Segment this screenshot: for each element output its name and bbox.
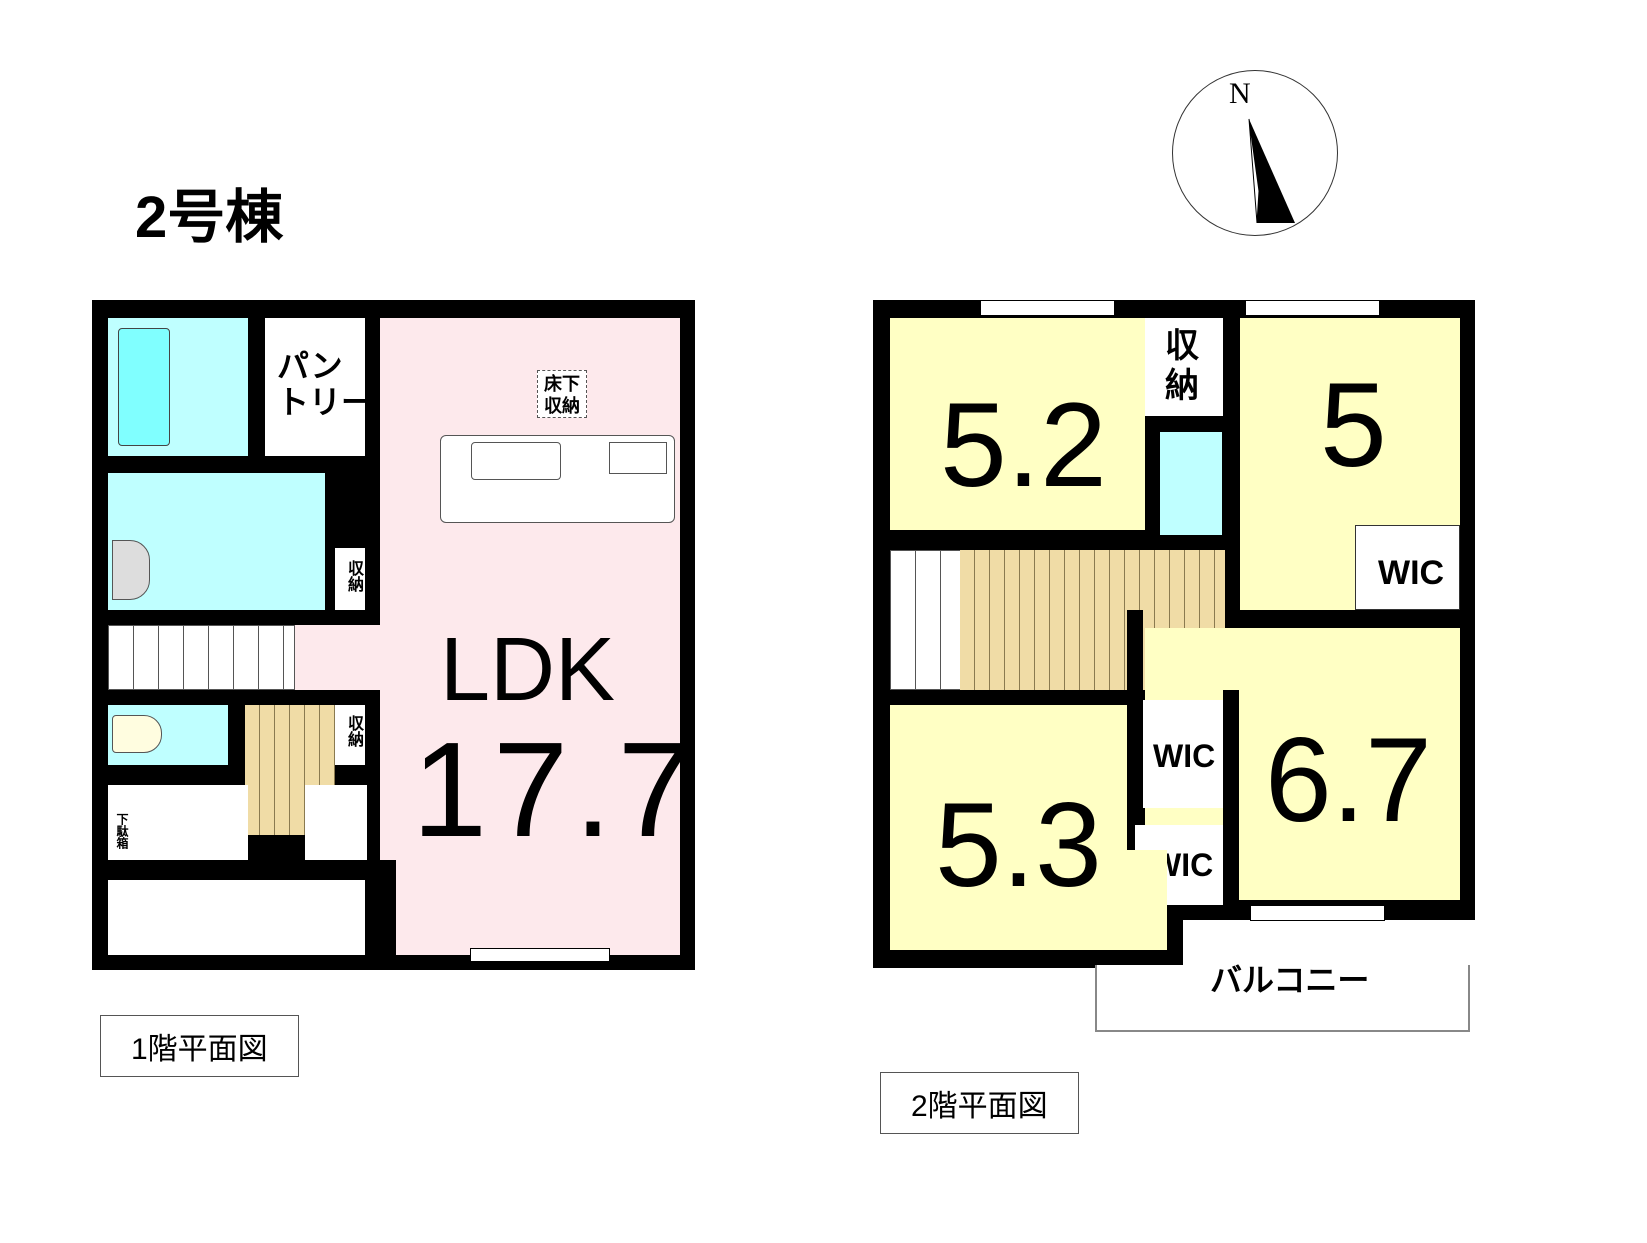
wic-label: WIC (1378, 554, 1445, 592)
bathtub-icon (118, 328, 170, 446)
kitchen-sink-icon (471, 442, 561, 480)
storage-label: 収納 (1165, 327, 1199, 405)
window (980, 300, 1115, 316)
building-title: 2号棟 (135, 185, 284, 250)
north-arrow-icon (1248, 118, 1295, 224)
room-size-label: 5 (1320, 358, 1387, 492)
toilet (1160, 432, 1222, 535)
compass-label: N (1229, 77, 1251, 110)
pantry-label-1: パン (277, 348, 343, 384)
ldk-room (380, 318, 680, 955)
window (470, 948, 610, 962)
stove-icon (609, 442, 667, 474)
floor-1-caption: 1階平面図 (100, 1015, 299, 1077)
room-5-3 (890, 705, 1127, 950)
storage-label: 収納 (345, 560, 362, 592)
entrance (108, 880, 365, 955)
sink-icon (112, 540, 150, 600)
room-5-2 (890, 318, 1145, 530)
storage-label: 収納 (345, 715, 362, 747)
shoe-area: 下駄箱 (108, 785, 248, 860)
balcony (1095, 965, 1470, 1032)
room-size-label: 5.2 (940, 378, 1107, 512)
floor-2-caption: 2階平面図 (880, 1072, 1079, 1134)
balcony-label: バルコニー (1210, 962, 1370, 998)
pantry: パントリー (265, 318, 373, 456)
room-size-label: 5.3 (935, 778, 1102, 912)
ldk-size: 17.7 (412, 714, 699, 865)
room-size-label: 6.7 (1265, 713, 1432, 847)
toilet-icon (112, 715, 162, 753)
staircase (108, 625, 295, 690)
window (1250, 905, 1385, 921)
wic-label: WIC (1153, 738, 1216, 774)
compass: N (1172, 70, 1338, 236)
kitchen-counter (440, 435, 675, 523)
shoe-box-label: 下駄箱 (115, 813, 129, 849)
pantry-label-2: トリー (277, 384, 374, 420)
underfloor-storage: 床下収納 (537, 370, 587, 418)
ldk-label: LDK (440, 620, 616, 720)
window (1245, 300, 1380, 316)
